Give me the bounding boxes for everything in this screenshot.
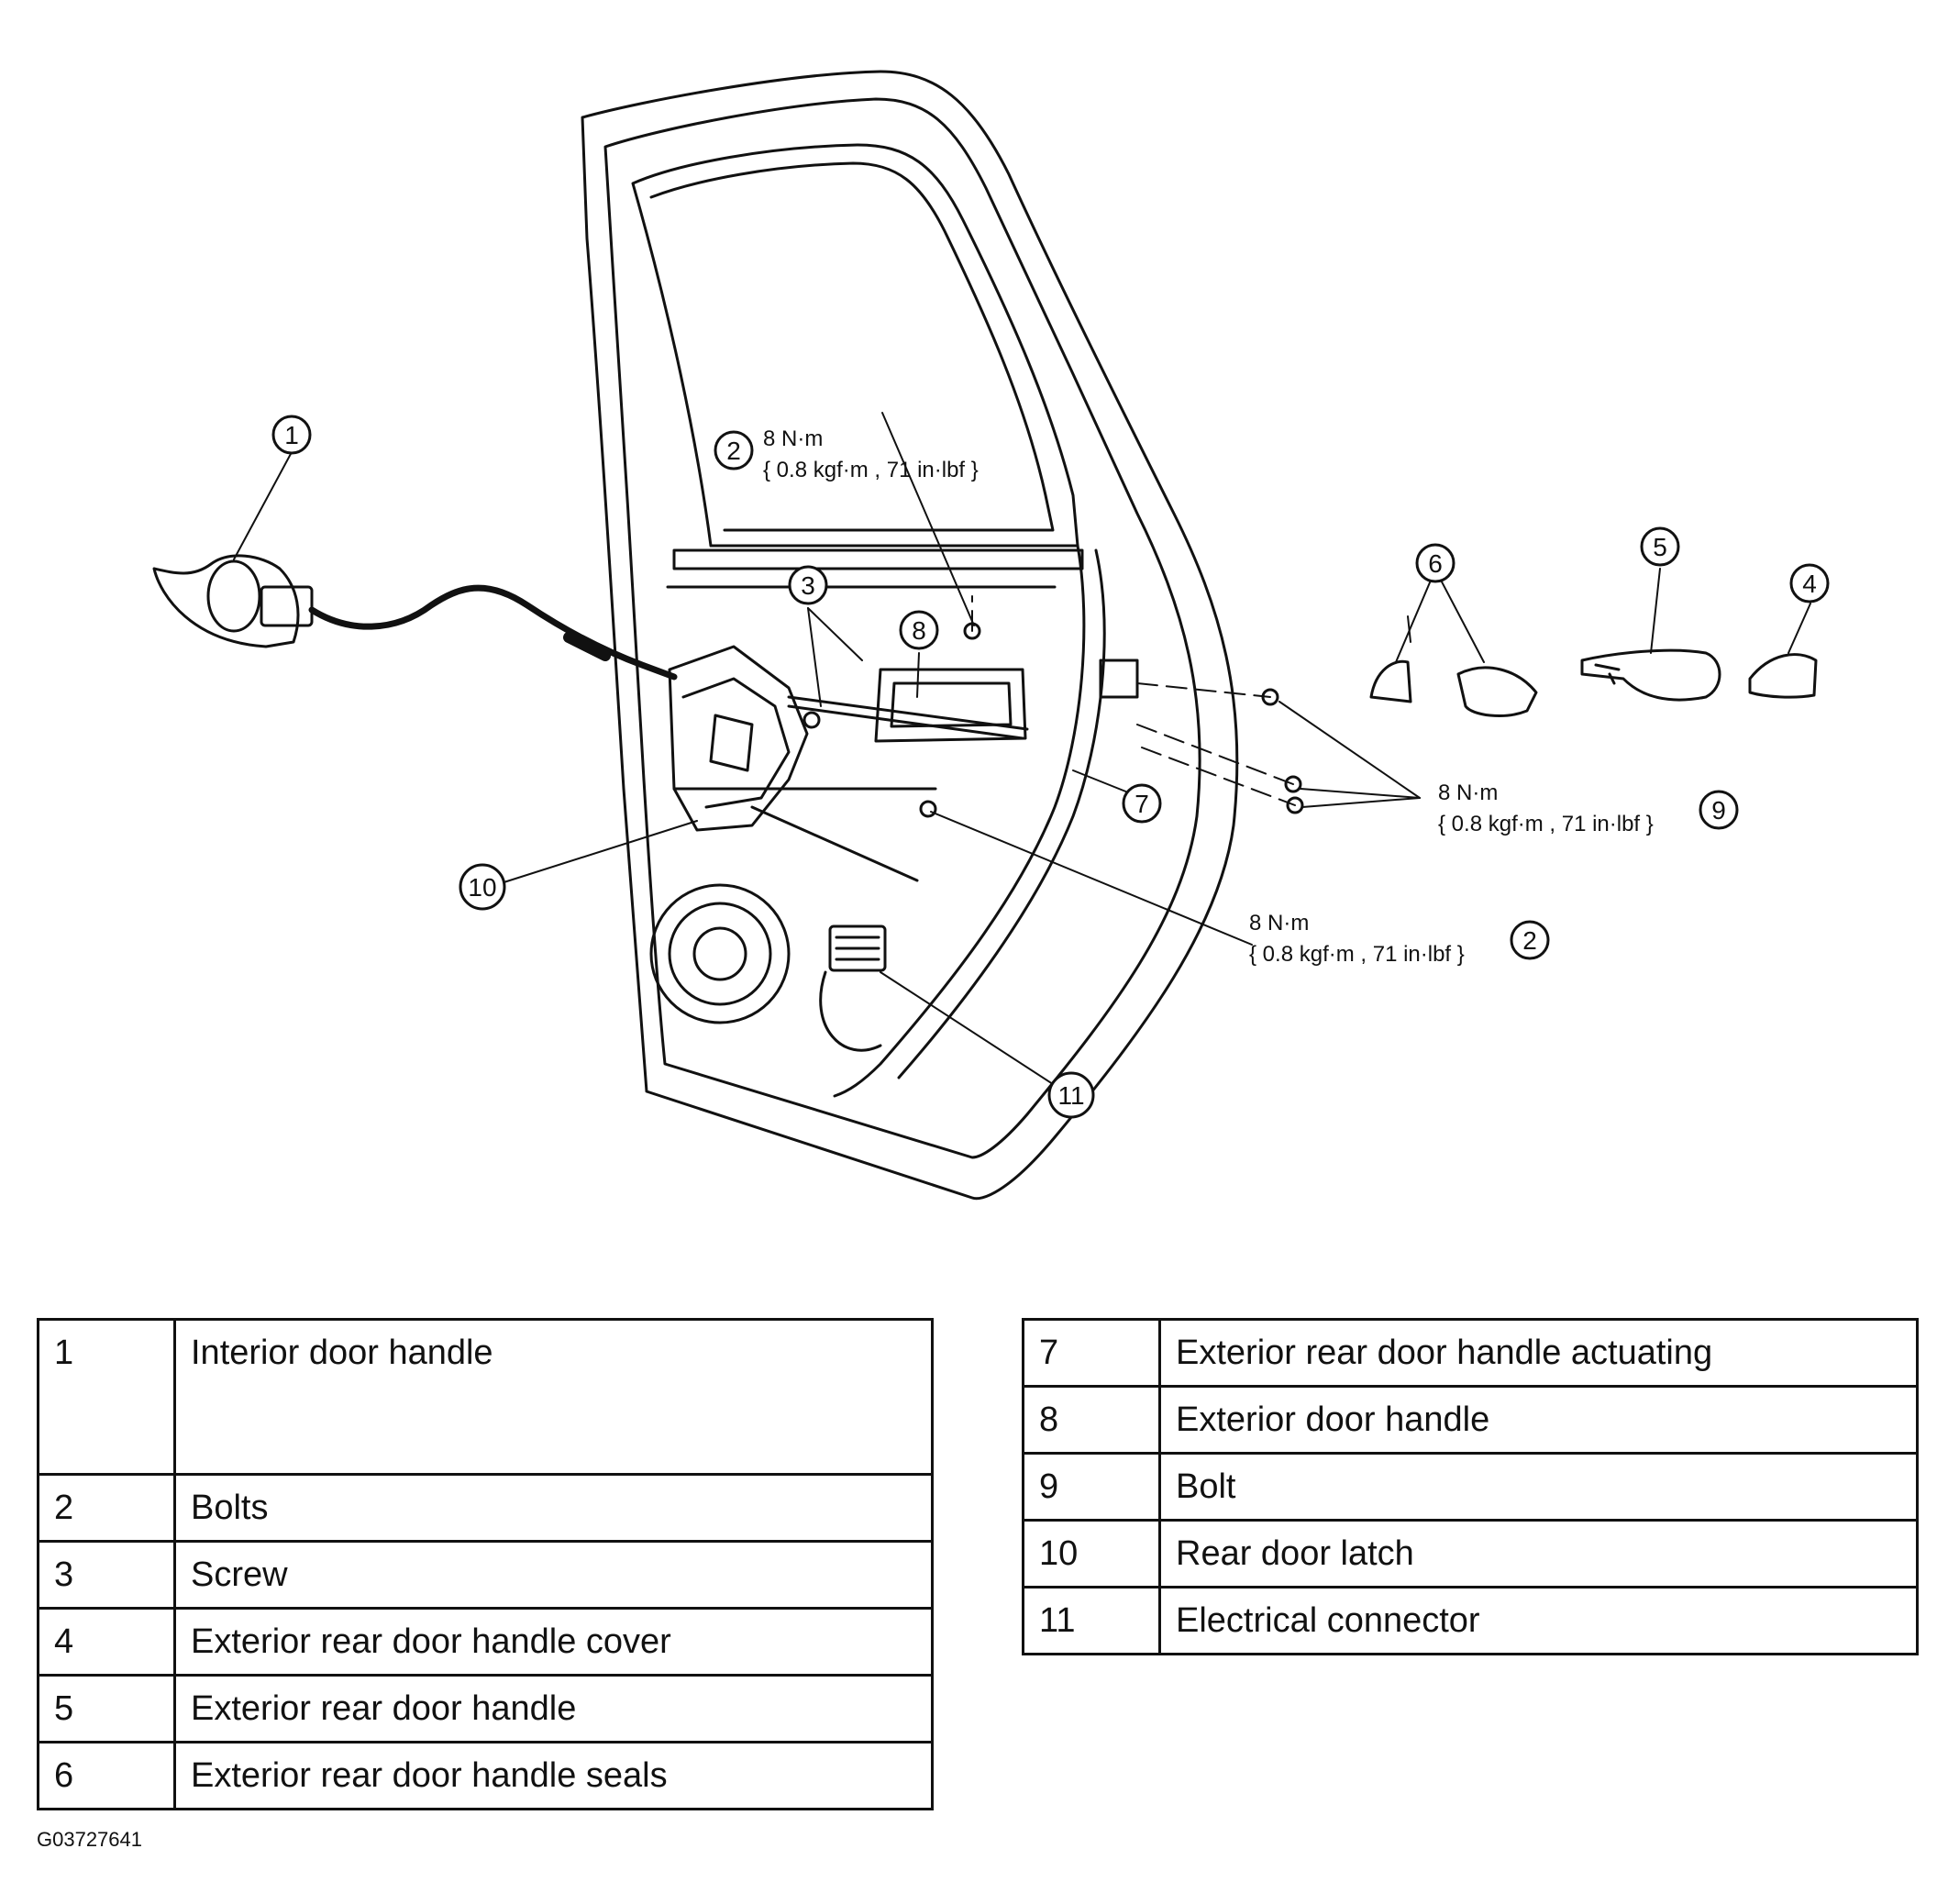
bolt-9-mid: [1284, 775, 1302, 793]
legend-table-left: 1 Interior door handle 2 Bolts 3 Screw 4…: [37, 1318, 934, 1810]
table-row: 5 Exterior rear door handle: [37, 1674, 934, 1743]
torque-low-nm: 8 N·m: [1249, 911, 1309, 935]
legend-num: 3: [37, 1540, 176, 1610]
table-row: 6 Exterior rear door handle seals: [37, 1741, 934, 1810]
table-row: 2 Bolts: [37, 1473, 934, 1543]
legend-num: 2: [37, 1473, 176, 1543]
legend-num: 6: [37, 1741, 176, 1810]
torque-top-nm: 8 N·m: [763, 426, 823, 451]
bolt-2-lower: [919, 800, 937, 818]
callout-3: 3: [801, 571, 815, 600]
door-inner-frame: [603, 97, 1201, 1159]
interior-door-handle: [152, 554, 300, 648]
exterior-rear-door-handle: [1580, 648, 1721, 702]
legend-label: Exterior rear door handle seals: [173, 1741, 934, 1810]
legend-label: Screw: [173, 1540, 934, 1610]
legend-num: 7: [1022, 1318, 1161, 1388]
callout-7: 7: [1134, 790, 1149, 818]
legend-label: Interior door handle: [173, 1318, 934, 1476]
table-row: 8 Exterior door handle: [1022, 1385, 1919, 1455]
bolt-9-lower: [1286, 796, 1304, 814]
callout-5: 5: [1653, 533, 1667, 561]
legend-label: Bolts: [173, 1473, 934, 1543]
legend-num: 5: [37, 1674, 176, 1743]
legend-num: 10: [1022, 1519, 1161, 1589]
table-row: 3 Screw: [37, 1540, 934, 1610]
handle-seal-left: [1369, 659, 1412, 703]
callout-9: 9: [1711, 796, 1726, 825]
callout-1: 1: [284, 421, 299, 449]
table-row: 7 Exterior rear door handle actuating: [1022, 1318, 1919, 1388]
handle-seal-right: [1456, 666, 1538, 717]
legend-label: Bolt: [1158, 1452, 1919, 1522]
electrical-connector: [828, 924, 887, 972]
torque-mid-detail: { 0.8 kgf·m , 71 in·lbf }: [1438, 812, 1654, 836]
speaker: [649, 883, 791, 1024]
table-row: 11 Electrical connector: [1022, 1586, 1919, 1655]
callout-4: 4: [1802, 570, 1817, 598]
table-row: 10 Rear door latch: [1022, 1519, 1919, 1589]
exterior-handle-cover: [1748, 653, 1818, 699]
screw-3: [802, 711, 821, 729]
legend-label: Exterior rear door handle: [173, 1674, 934, 1743]
callout-11: 11: [1057, 1081, 1084, 1110]
legend-label: Rear door latch: [1158, 1519, 1919, 1589]
legend-table-right: 7 Exterior rear door handle actuating 8 …: [1022, 1318, 1919, 1655]
window-opening: [631, 143, 1079, 548]
legend-num: 8: [1022, 1385, 1161, 1455]
legend-label: Exterior door handle: [1158, 1385, 1919, 1455]
callout-8: 8: [912, 616, 926, 645]
legend-num: 1: [37, 1318, 176, 1476]
legend-num: 11: [1022, 1586, 1161, 1655]
callout-2-lower: 2: [1522, 926, 1537, 955]
rear-door-latch: [668, 645, 809, 832]
exterior-door-handle-inner: [874, 668, 1027, 743]
callout-10: 10: [468, 873, 496, 902]
torque-mid-nm: 8 N·m: [1438, 780, 1498, 805]
legend-label: Exterior rear door handle cover: [173, 1607, 934, 1677]
legend-label: Exterior rear door handle actuating: [1158, 1318, 1919, 1388]
door-exploded-diagram: 1 2 3 8 4 5 6 7 9 2 10 11 8 N·m { 0.8 kg…: [152, 70, 1830, 1201]
torque-top-detail: { 0.8 kgf·m , 71 in·lbf }: [763, 458, 979, 482]
figure-id: G03727641: [37, 1828, 142, 1851]
torque-low-detail: { 0.8 kgf·m , 71 in·lbf }: [1249, 942, 1465, 967]
handle-cable: [308, 584, 678, 681]
table-row: 9 Bolt: [1022, 1452, 1919, 1522]
legend-label: Electrical connector: [1158, 1586, 1919, 1655]
legend-num: 4: [37, 1607, 176, 1677]
callout-6: 6: [1428, 549, 1443, 578]
table-row: 4 Exterior rear door handle cover: [37, 1607, 934, 1677]
callout-2-top: 2: [726, 437, 741, 465]
legend-num: 9: [1022, 1452, 1161, 1522]
door-outer-frame: [581, 70, 1239, 1201]
table-row: 1 Interior door handle: [37, 1318, 934, 1476]
